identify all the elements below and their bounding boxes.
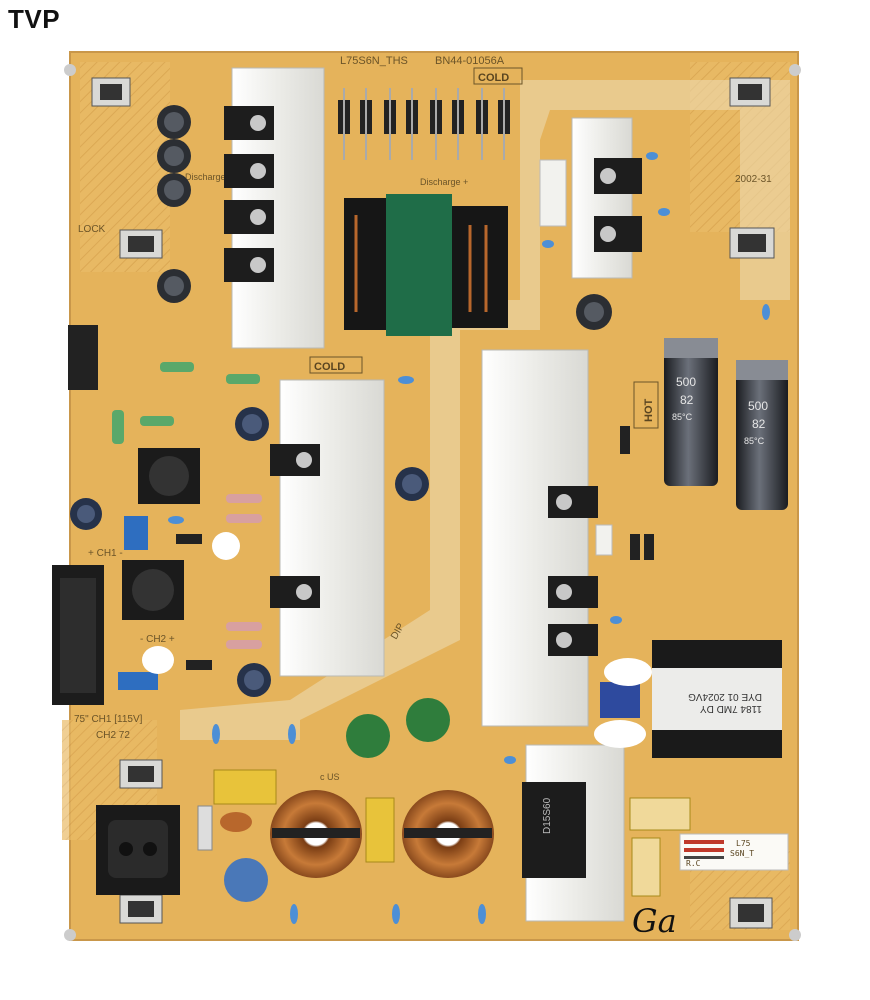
thermistors [224, 698, 450, 902]
x-capacitors [213, 769, 691, 897]
capacitor-rating-2: 82 [680, 393, 694, 407]
date-code-label: 2002-31 [735, 174, 772, 185]
common-mode-chokes [270, 790, 494, 878]
standby-transformer: DYE 01 2024VG 1184 7MD DY [594, 640, 782, 758]
sticker-line-2: S6N_T [730, 849, 754, 858]
lock-label: LOCK [78, 224, 106, 235]
transformer-label-2: 1184 7MD DY [700, 703, 762, 714]
cold-zone-label-mid: COLD [314, 361, 345, 373]
size-note-label: 75" CH1 [115V] [74, 714, 143, 725]
discharge-label-minus: Discharge - [185, 172, 231, 182]
connectors [52, 77, 775, 929]
safety-cert-label: c US [320, 772, 340, 782]
sticker-line-1: L75 [736, 839, 751, 848]
size-note-label-2: CH2 72 [96, 730, 130, 741]
discharge-label-plus: Discharge + [420, 177, 468, 187]
watermark-logo: TVP [8, 4, 61, 34]
part-number-label: BN44-01056A [435, 55, 505, 67]
cold-zone-label-top: COLD [478, 72, 509, 84]
model-label: L75S6N_THS [340, 55, 408, 67]
main-transformer [344, 194, 508, 336]
capacitor-rating-4: 82 [752, 417, 766, 431]
ch2-label: - CH2 + [140, 634, 175, 645]
capacitor-rating-1: 500 [676, 375, 696, 389]
ceramic-caps [168, 152, 770, 924]
bridge-rectifier: D15S60 [522, 782, 586, 878]
silkscreen-top: L75S6N_THS BN44-01056A COLD Discharge - … [185, 55, 772, 187]
power-transistors [224, 106, 642, 656]
inductors [122, 448, 200, 620]
ch1-label: + CH1 - [88, 548, 123, 559]
capacitor-rating-3: 500 [748, 399, 768, 413]
capacitor-temp-1: 85°C [672, 412, 693, 422]
bulk-capacitors: 500 82 85°C 500 82 85°C [664, 338, 788, 510]
transformer-label: DYE 01 2024VG [688, 691, 762, 702]
hot-zone-label: HOT [643, 399, 655, 423]
bridge-label: D15S60 [542, 797, 553, 834]
small-electrolytic-caps [70, 105, 612, 697]
diode-row [338, 88, 510, 160]
small-components [112, 159, 654, 851]
sticker-line-3: R.C [686, 859, 701, 868]
handwritten-note: Ga [632, 902, 677, 940]
barcode-sticker: L75 S6N_T R.C [679, 833, 789, 871]
capacitor-temp-2: 85°C [744, 436, 765, 446]
